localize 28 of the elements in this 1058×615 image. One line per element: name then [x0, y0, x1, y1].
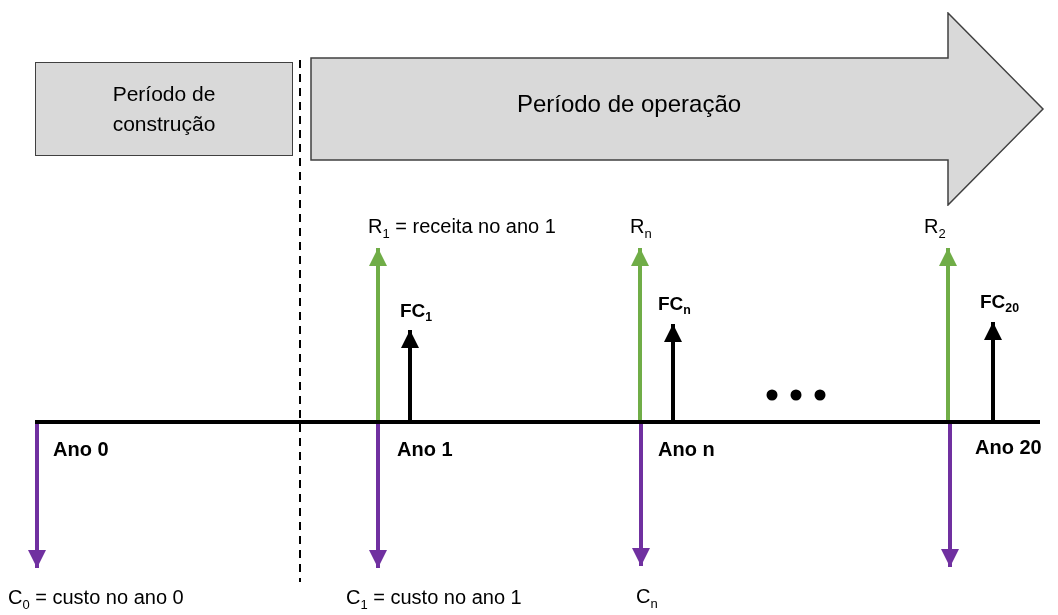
period-label: Período de construção	[111, 81, 217, 137]
arrow	[632, 422, 650, 566]
arrow	[369, 248, 387, 422]
arrow	[631, 248, 649, 422]
arrow	[401, 330, 419, 422]
arrow	[369, 422, 387, 568]
value-label: FC$_{1}$	[400, 299, 433, 326]
year-label: Ano 1	[397, 438, 453, 461]
arrow	[939, 248, 957, 422]
arrow	[984, 322, 1002, 422]
value-label: C$_{0}$ = custo no ano 0	[8, 585, 184, 614]
period-arrow	[310, 12, 1045, 206]
year-label: Ano 20	[975, 436, 1042, 459]
period-box	[35, 62, 293, 156]
year-label: Ano n	[658, 438, 715, 461]
timeline-bar	[35, 420, 1040, 424]
value-label: C$_{1}$ = custo no ano 1	[346, 585, 522, 614]
arrow	[28, 422, 46, 568]
period-label: Período de operação	[516, 90, 742, 117]
arrow	[664, 324, 682, 422]
arrow	[941, 422, 959, 567]
year-label: Ano 0	[53, 438, 109, 461]
value-label: C$_{n}$	[636, 584, 658, 613]
value-label: R$_{1}$ = receita no ano 1	[368, 214, 556, 243]
value-label: R$_{n}$	[630, 214, 652, 243]
value-label: FC$_{20}$	[980, 290, 1020, 318]
value-label: R$_{2}$	[924, 214, 946, 243]
value-label: FC$_{n}$	[658, 292, 691, 320]
